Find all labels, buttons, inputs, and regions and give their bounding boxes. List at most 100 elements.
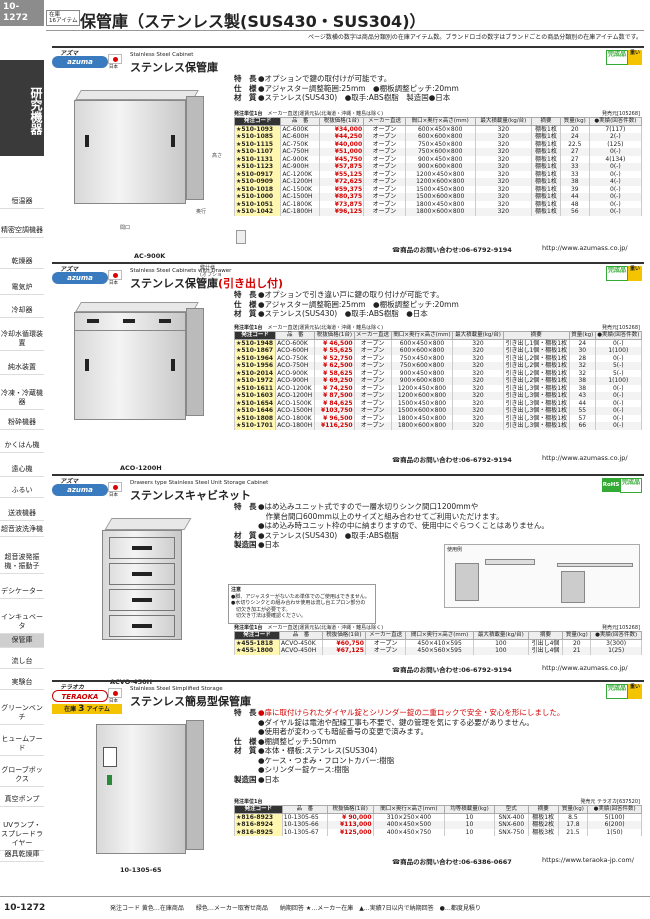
sidebar-item[interactable]: 保管庫 [0,634,44,649]
sidebar-item[interactable]: かくはん機 [0,439,44,454]
model-label: AC-900K [134,252,166,260]
sidebar-item[interactable]: 流し台 [0,655,44,670]
table-cell: ACO-1200H [275,392,316,400]
sidebar-item[interactable]: 精密空調機器 [0,224,44,238]
drawer-handle-icon [123,319,135,323]
spec-line: ●ケース・つまみ・フロントカバー:樹脂 [234,756,564,766]
table-cell: 1200×600×800 [390,392,454,400]
sidebar-item[interactable]: 送液機器 [0,507,44,521]
table-cell: 1(25) [590,647,642,655]
maker-url[interactable]: http://www.azumass.co.jp/ [542,244,628,252]
table-cell: ¥57,875 [318,163,365,171]
table-cell: ★510-1603 [233,392,277,400]
sidebar-item[interactable]: グリーンベンチ [0,702,44,725]
spec-line: 仕 様●棚調整ピッチ:50mm [234,737,564,747]
sidebar-item[interactable]: 器具乾燥庫 [0,848,44,862]
sidebar-item[interactable]: 冷凍・冷蔵機器 [0,387,44,411]
sidebar-item[interactable]: 恒温器 [0,195,44,209]
table-cell: オープン [353,377,392,385]
sidebar-item[interactable]: UVランプ・スプレードライヤー [0,819,44,851]
spec-line: 製造国●日本 [234,775,564,785]
stock-badge: 在庫 3 アイテム [52,704,122,714]
table-cell: 1800×450×800 [390,414,454,422]
sidebar-item[interactable]: インキュベータ [0,611,44,634]
table-cell: 10 [444,821,495,829]
sidebar-item[interactable]: 電気炉 [0,281,44,295]
table-cell: オープン [363,170,406,178]
table-cell: 24 [559,133,590,141]
table-cell: 320 [474,170,533,178]
door-handle-icon [171,135,175,147]
maker-url[interactable]: https://www.teraoka-jp.com/ [542,856,634,864]
table-cell: ★510-1964 [233,354,277,362]
column-header: 発注コード [234,805,283,814]
table-cell: ★510-1000 [233,193,282,201]
table-cell: 320 [452,377,504,385]
sidebar-item[interactable]: 乾燥器 [0,255,44,269]
table-cell: 棚板1枚 [531,200,561,208]
maker-url[interactable]: http://www.azumass.co.jp/ [542,454,628,462]
section-divider [52,262,644,268]
table-cell: ACO-750K [275,354,316,362]
assembled-badge: 完成品 [606,50,628,65]
sidebar-item[interactable]: ヒュームフード [0,733,44,757]
maker-url[interactable]: http://www.azumass.co.jp/ [542,664,628,672]
table-cell: ACO-900H [275,377,316,385]
sidebar-item[interactable]: 実験台 [0,676,44,690]
column-header: ●実績(回答件数) [594,331,643,340]
table-cell: 600×450×800 [404,125,476,133]
model-label: ACVO-450H [110,678,153,686]
table-cell: 引き出し2個・棚板1枚 [502,377,570,385]
sidebar-main-category[interactable]: 研究機器 [0,60,44,156]
sidebar-item[interactable]: 真空ポンプ [0,793,44,807]
sidebar-item[interactable]: グローブボックス [0,764,44,788]
sidebar-item[interactable]: 遠心機 [0,463,44,477]
sidebar-item[interactable]: 冷却水循環装置 [0,328,44,351]
table-cell: 55 [568,407,596,415]
sidebar-item[interactable]: ふるい [0,484,44,498]
sidebar-item[interactable]: 純水装置 [0,361,44,376]
table-cell: 900×600×800 [404,163,476,171]
sidebar-item[interactable]: 超音波発振機・振動子 [0,551,44,575]
column-header: 税抜価格(1台) [318,117,365,126]
table-cell: 棚板1枚 [531,170,561,178]
japan-flag-icon [108,482,122,492]
sidebar-item[interactable]: 粉砕機器 [0,416,44,430]
sidebar-item[interactable]: デシケーター [0,585,44,599]
sidebar-item[interactable]: 冷却器 [0,304,44,319]
table-cell: AC-1500K [280,185,320,193]
table-cell: ★816-8923 [234,813,283,821]
sidebar-item[interactable]: 超音波洗浄機 [0,523,44,537]
table-cell: 100 [472,639,529,647]
table-cell: 100 [472,647,529,655]
